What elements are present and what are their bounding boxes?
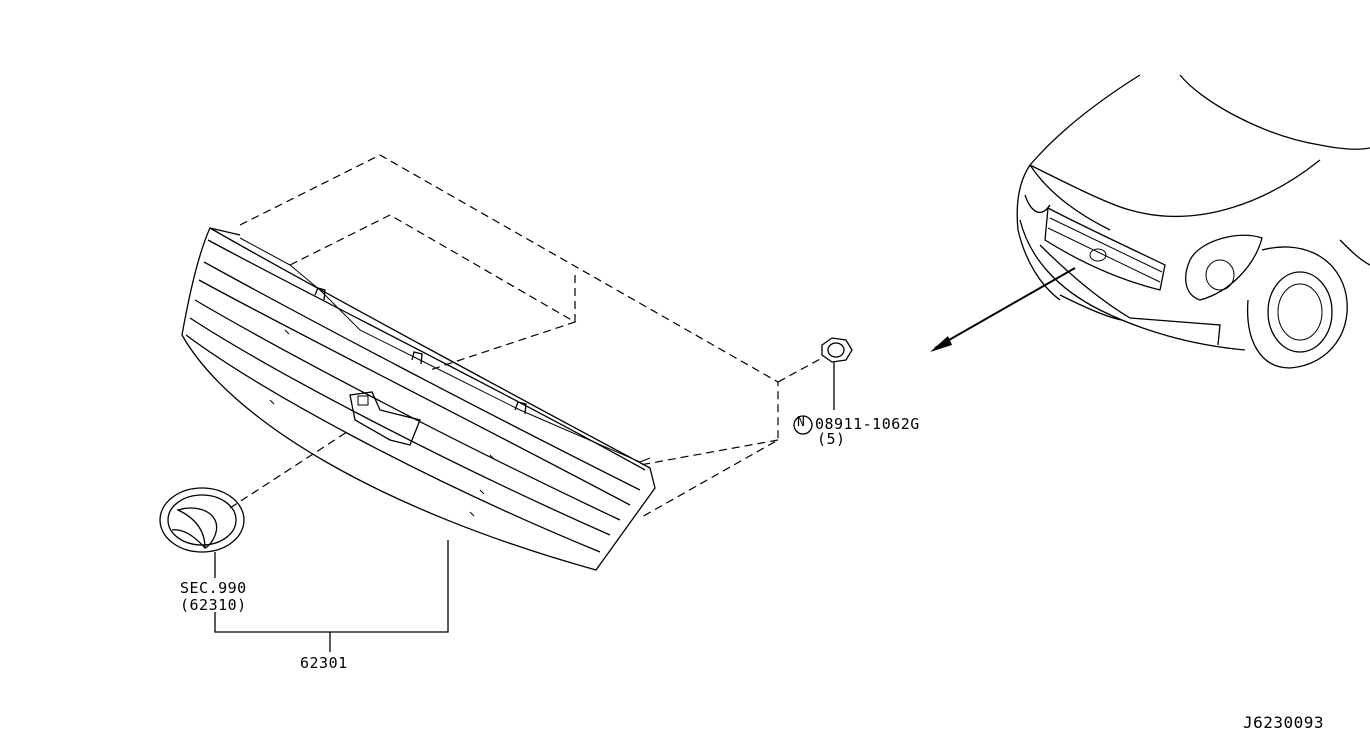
diagram-id: J6230093 <box>1243 713 1325 732</box>
emblem-section-ref: SEC.990 <box>180 579 247 597</box>
emblem-section-part: (62310) <box>180 596 247 614</box>
installation-guide-lines <box>229 154 823 519</box>
grille-assembly-icon <box>181 227 656 571</box>
nut-quantity: (5) <box>817 430 846 448</box>
nut-circle-letter: N <box>797 415 806 430</box>
emblem-icon <box>159 487 245 553</box>
vehicle-front-icon <box>1016 74 1370 369</box>
location-arrow-icon <box>930 267 1076 352</box>
grille-part-number: 62301 <box>300 654 348 672</box>
nut-circle-marker <box>793 415 813 435</box>
leader-lines <box>214 540 449 652</box>
nut-part-number: 08911-1062G <box>815 415 920 433</box>
hex-nut-icon <box>821 337 853 410</box>
